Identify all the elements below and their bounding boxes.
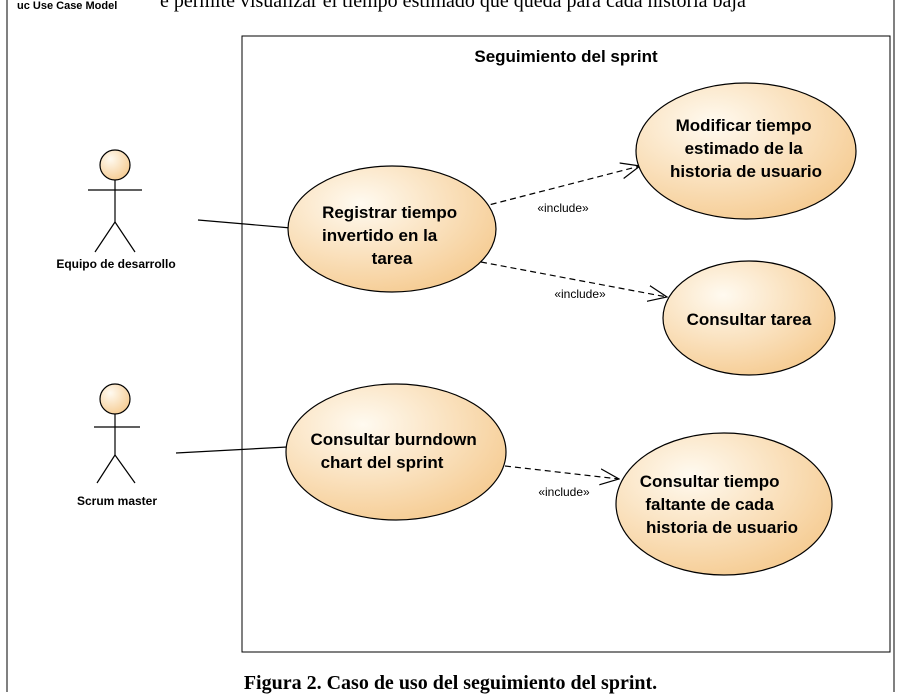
usecase-consultar-burndown[interactable] [285, 383, 507, 521]
actor-scrum-master [94, 383, 140, 484]
usecase-consultar-tiempo-faltante[interactable] [615, 432, 833, 576]
usecase-modificar-tiempo[interactable] [635, 82, 857, 220]
actor-head [99, 149, 131, 181]
association-scrum-burndown [175, 446, 288, 454]
usecase-label-faltante: Consultar tiempo faltante de cada histor… [640, 472, 798, 537]
include-arrow-consultar-tarea [480, 261, 667, 297]
usecase-label-burndown: Consultar burndown chart del sprint [311, 430, 482, 472]
include-label-3: «include» [538, 485, 590, 499]
actor-equipo-de-desarrollo [88, 149, 142, 253]
actor-head [99, 383, 131, 415]
background-paragraph-text: e permite visualizar el tiempo estimado … [160, 0, 746, 12]
actor-label-scrum: Scrum master [77, 494, 157, 508]
include-arrow-modificar [480, 166, 640, 208]
usecase-label-registrar: Registrar tiempo invertido en la tarea [322, 203, 462, 268]
usecase-label-consultar-tarea: Consultar tarea [687, 310, 812, 329]
usecase-registrar-tiempo[interactable] [287, 165, 497, 293]
figure-caption: Figura 2. Caso de uso del seguimiento de… [243, 672, 658, 694]
include-label-1: «include» [537, 201, 589, 215]
usecase-label-modificar: Modificar tiempo estimado de la historia… [670, 116, 822, 181]
actor-label-equipo: Equipo de desarrollo [56, 257, 175, 271]
system-title: Seguimiento del sprint [474, 47, 658, 66]
usecase-consultar-tarea[interactable] [662, 260, 836, 376]
include-arrow-faltante [504, 465, 619, 479]
diagram-frame-label: uc Use Case Model [14, 0, 121, 13]
include-label-2: «include» [554, 287, 606, 301]
association-equipo-registrar [197, 219, 292, 229]
